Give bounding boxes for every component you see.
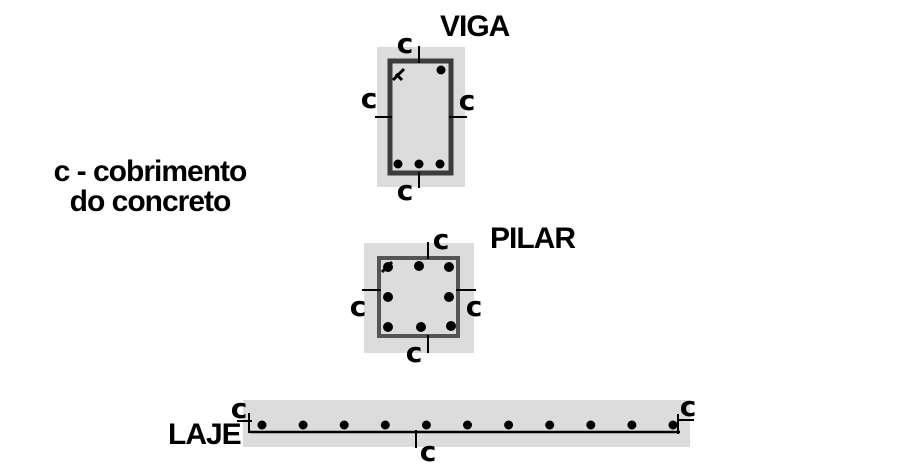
laje-bar (668, 420, 678, 430)
laje-bar (545, 420, 555, 430)
laje-bar (627, 420, 637, 430)
viga-top-bar (436, 65, 446, 75)
viga-bottom-bar (393, 159, 403, 169)
laje-bar (463, 420, 472, 430)
pilar-cover-label-bottom: c (406, 336, 423, 369)
viga-section: VIGA c c c c (361, 10, 511, 207)
viga-cover-label-bottom: c (397, 174, 414, 207)
pilar-bar (383, 322, 393, 332)
laje-title: LAJE (168, 418, 241, 451)
pilar-bar (444, 262, 454, 272)
pilar-bar (414, 261, 424, 271)
laje-bar (298, 420, 308, 430)
viga-cover-label-right: c (459, 84, 476, 117)
pilar-cover-label-left: c (350, 290, 367, 323)
laje-cover-label-bottom: c (420, 435, 437, 468)
pilar-bar (444, 292, 454, 302)
viga-bottom-bar (435, 159, 445, 169)
viga-bottom-bar (414, 159, 424, 169)
laje-bar (257, 420, 267, 430)
laje-bar (421, 420, 431, 430)
viga-cover-label-left: c (361, 82, 378, 115)
viga-stirrup-hook (391, 67, 406, 82)
pilar-bar (416, 322, 426, 332)
pilar-bar (383, 262, 393, 272)
legend-line-1: c - cobrimento (54, 155, 247, 188)
legend-line-2: do concreto (70, 185, 231, 218)
laje-cover-label-left: c (231, 392, 248, 425)
pilar-bar (446, 321, 456, 331)
viga-title: VIGA (440, 10, 510, 43)
pilar-stirrup (377, 256, 460, 338)
laje-bar (586, 420, 596, 430)
pilar-title: PILAR (490, 222, 576, 255)
laje-section: LAJE c c c (168, 390, 696, 468)
pilar-section: PILAR c c c c (350, 222, 578, 369)
pilar-cover-label-right: c (466, 290, 483, 323)
pilar-cover-label-top: c (433, 223, 450, 256)
laje-bar (504, 420, 514, 430)
laje-cover-label-right: c (680, 390, 697, 423)
laje-bars (257, 420, 678, 430)
pilar-bar (383, 292, 393, 302)
viga-cover-label-top: c (397, 27, 414, 60)
laje-bar (380, 420, 390, 430)
laje-bar (339, 420, 349, 430)
